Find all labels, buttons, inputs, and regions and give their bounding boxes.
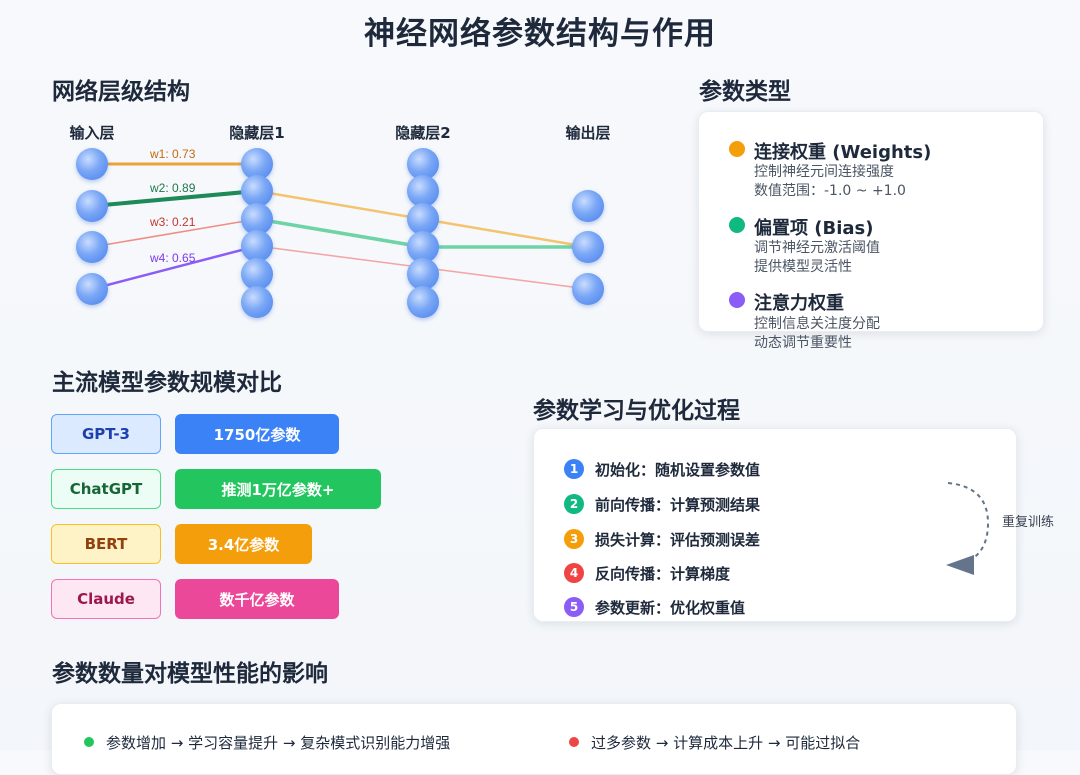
param-type-desc: 动态调节重要性 (754, 335, 852, 351)
network-section-title: 网络层级结构 (52, 79, 190, 105)
model-param-chatgpt: 推测1万亿参数+ (175, 469, 381, 509)
models-section-title: 主流模型参数规模对比 (52, 370, 282, 396)
output-node (572, 273, 604, 305)
param-type-desc: 提供模型灵活性 (754, 259, 852, 275)
hidden2-node (407, 203, 439, 235)
hidden2-node (407, 148, 439, 180)
bias-dot (729, 217, 745, 233)
model-name-chatgpt: ChatGPT (51, 469, 161, 509)
step-number: 2 (564, 494, 584, 514)
param-type-desc: 控制神经元间连接强度 (754, 164, 894, 180)
step-text: 前向传播：计算预测结果 (595, 496, 761, 514)
param-types-card (698, 111, 1044, 332)
learning-section-title: 参数学习与优化过程 (533, 398, 740, 424)
impact-text-negative: 过多参数 → 计算成本上升 → 可能过拟合 (591, 734, 861, 752)
param-type-title-weights: 连接权重 (Weights) (754, 142, 932, 163)
hidden1-node (241, 175, 273, 207)
param-type-title-attention: 注意力权重 (754, 293, 844, 314)
param-type-desc: 控制信息关注度分配 (754, 316, 880, 332)
layer-label-input: 输入层 (69, 124, 115, 142)
input-node (76, 273, 108, 305)
connection-w3 (91, 218, 258, 248)
hidden2-node (407, 286, 439, 318)
loop-label: 重复训练 (1002, 515, 1055, 530)
output-node (572, 190, 604, 222)
network-diagram: w1: 0.73 w2: 0.89 w3: 0.21 w4: 0.65 (76, 147, 604, 318)
hidden1-node (241, 230, 273, 262)
step-text: 初始化：随机设置参数值 (595, 461, 761, 479)
learning-card (533, 428, 1017, 622)
negative-dot (569, 737, 579, 747)
hidden2-node (407, 175, 439, 207)
impact-text-positive: 参数增加 → 学习容量提升 → 复杂模式识别能力增强 (106, 734, 451, 752)
loop-arrow-icon (946, 482, 990, 575)
step-number: 3 (564, 529, 584, 549)
weight-label-w3: w3: 0.21 (149, 215, 196, 229)
hidden1-node (241, 286, 273, 318)
connection-w2 (91, 189, 258, 208)
positive-dot (84, 737, 94, 747)
param-type-desc: 调节神经元激活阈值 (754, 240, 880, 256)
output-node (572, 231, 604, 263)
page-title: 神经网络参数结构与作用 (364, 16, 716, 52)
weight-label-w4: w4: 0.65 (149, 251, 196, 265)
impact-section-title: 参数数量对模型性能的影响 (52, 661, 328, 687)
attention-dot (729, 292, 745, 308)
step-text: 反向传播：计算梯度 (595, 565, 731, 583)
model-param-claude: 数千亿参数 (175, 579, 339, 619)
step-text: 参数更新：优化权重值 (595, 599, 746, 617)
layer-label-hidden1: 隐藏层1 (229, 124, 285, 142)
model-name-gpt3: GPT-3 (51, 414, 161, 454)
step-text: 损失计算：评估预测误差 (595, 531, 761, 549)
param-types-section-title: 参数类型 (699, 79, 791, 105)
weights-dot (729, 141, 745, 157)
weight-label-w2: w2: 0.89 (149, 181, 196, 195)
step-number: 1 (564, 459, 584, 479)
hidden1-node (241, 148, 273, 180)
hidden2-node (407, 258, 439, 290)
weight-label-w1: w1: 0.73 (149, 147, 196, 161)
layer-label-hidden2: 隐藏层2 (395, 124, 451, 142)
model-param-bert: 3.4亿参数 (175, 524, 312, 564)
param-type-title-bias: 偏置项 (Bias) (754, 218, 874, 239)
step-number: 4 (564, 563, 584, 583)
input-node (76, 190, 108, 222)
input-node (76, 148, 108, 180)
hidden2-node (407, 231, 439, 263)
model-name-claude: Claude (51, 579, 161, 619)
model-param-gpt3: 1750亿参数 (175, 414, 339, 454)
param-type-desc: 数值范围：-1.0 ~ +1.0 (754, 183, 906, 199)
connection-w4 (91, 244, 258, 291)
input-node (76, 231, 108, 263)
step-number: 5 (564, 597, 584, 617)
layer-label-output: 输出层 (565, 124, 611, 142)
hidden1-node (241, 258, 273, 290)
hidden1-node (241, 203, 273, 235)
model-name-bert: BERT (51, 524, 161, 564)
